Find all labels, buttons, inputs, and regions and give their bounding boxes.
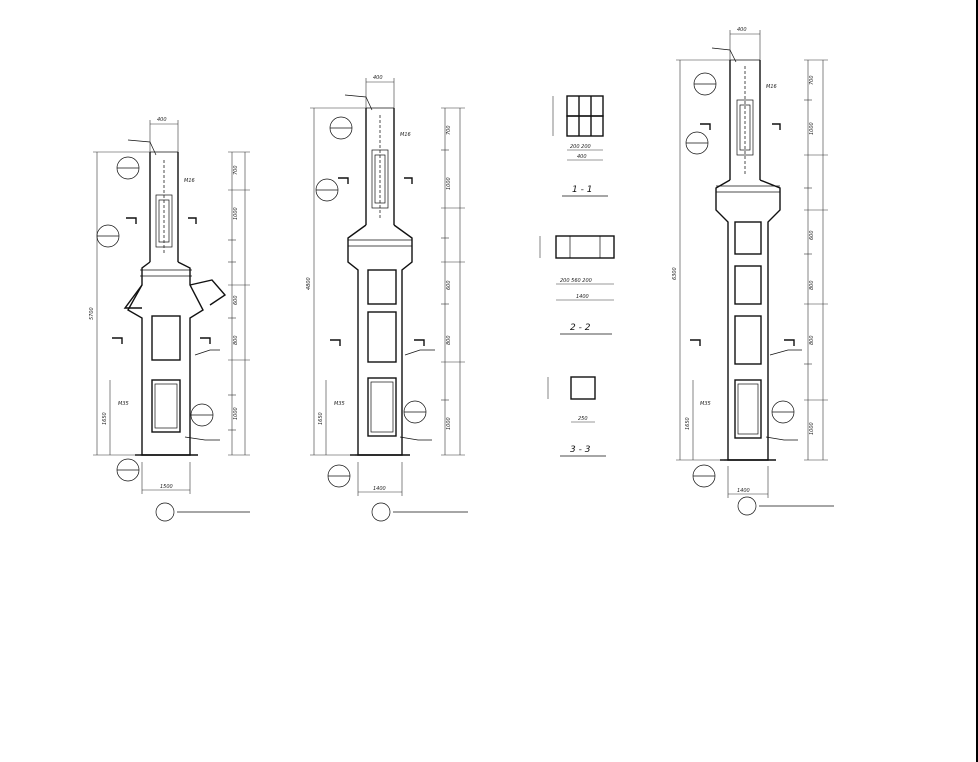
svg-text:1000: 1000 [809,122,815,135]
svg-text:1400: 1400 [373,486,386,492]
svg-text:200 560 200: 200 560 200 [560,278,592,284]
svg-text:1000: 1000 [446,177,452,190]
svg-text:800: 800 [809,335,815,345]
svg-text:800: 800 [809,280,815,290]
svg-text:250: 250 [578,416,588,422]
column-drawing-3: 400 1400 700 1000 600 800 800 1000 6300 … [672,27,834,516]
svg-text:600: 600 [233,295,239,305]
svg-text:М16: М16 [766,84,777,90]
svg-text:400: 400 [577,154,587,160]
svg-text:1400: 1400 [576,294,589,300]
section-title-2: 2 - 2 [570,323,591,333]
svg-text:1650: 1650 [318,412,324,425]
svg-text:800: 800 [233,335,239,345]
svg-text:М16: М16 [184,178,195,184]
svg-text:400: 400 [157,117,167,123]
section-2-2: 200 560 200 1400 2 - 2 [539,235,615,335]
svg-text:400: 400 [737,27,747,33]
svg-text:400: 400 [373,75,383,81]
svg-text:1000: 1000 [233,407,239,420]
svg-text:700: 700 [233,165,239,175]
svg-text:М35: М35 [700,401,711,407]
svg-text:4800: 4800 [306,277,312,290]
svg-text:1650: 1650 [102,412,108,425]
section-1-1: 200 200 400 1 - 1 [552,95,608,197]
svg-text:1400: 1400 [737,488,750,494]
svg-text:800: 800 [446,335,452,345]
section-title-1: 1 - 1 [572,185,592,195]
svg-text:1650: 1650 [685,417,691,430]
svg-text:М35: М35 [334,401,345,407]
svg-text:1500: 1500 [160,484,173,490]
svg-text:600: 600 [446,280,452,290]
svg-text:600: 600 [809,230,815,240]
svg-text:М35: М35 [118,401,129,407]
svg-text:700: 700 [809,75,815,85]
section-3-3: 250 3 - 3 [547,376,606,457]
column-drawing-1: 400 1500 700 1000 600 800 1000 5700 1650… [89,117,250,522]
svg-text:5700: 5700 [89,307,95,320]
svg-text:6300: 6300 [672,267,678,280]
svg-text:1000: 1000 [809,422,815,435]
svg-text:М16: М16 [400,132,411,138]
column-drawing-2: 400 1400 700 1000 600 800 1000 4800 1650… [306,75,468,522]
section-title-3: 3 - 3 [570,445,591,455]
svg-text:1000: 1000 [446,417,452,430]
svg-text:1000: 1000 [233,207,239,220]
svg-text:200 200: 200 200 [570,144,591,150]
svg-text:700: 700 [446,125,452,135]
